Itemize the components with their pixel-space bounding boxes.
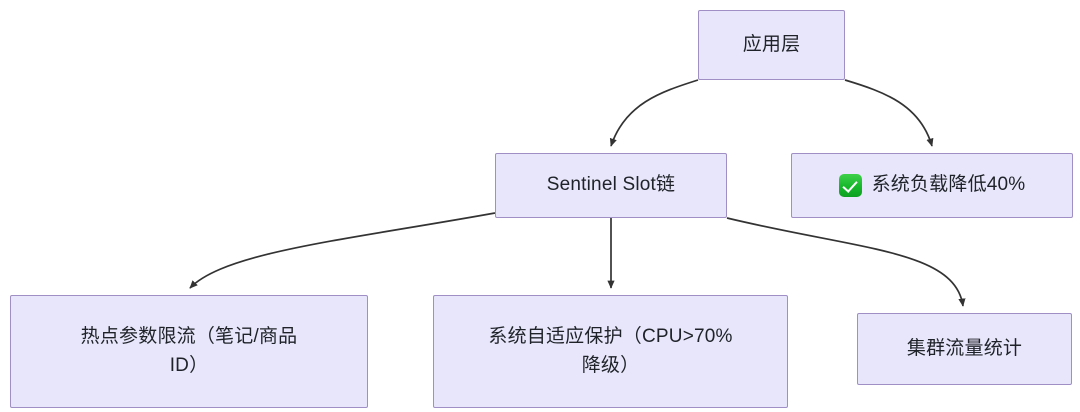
- node-app-layer[interactable]: 应用层: [698, 10, 845, 80]
- node-adaptive-protection[interactable]: 系统自适应保护（CPU>70% 降级）: [433, 295, 788, 408]
- node-hotspot-limit[interactable]: 热点参数限流（笔记/商品 ID）: [10, 295, 368, 408]
- green-check-badge-icon: [838, 174, 862, 197]
- node-cluster-stats-label: 集群流量统计: [906, 337, 1023, 359]
- node-cluster-stats[interactable]: 集群流量统计: [857, 313, 1072, 385]
- node-hotspot-limit-label: 热点参数限流（笔记/商品 ID）: [80, 326, 298, 376]
- node-sentinel-slot-label: Sentinel Slot链: [546, 174, 676, 196]
- node-sentinel-slot[interactable]: Sentinel Slot链: [495, 153, 727, 218]
- edge-sentinel-slot-to-hotspot-limit: [189, 212, 496, 289]
- edge-sentinel-slot-to-cluster-stats: [726, 217, 966, 307]
- node-load-reduction-content: 系统负载降低40%: [827, 171, 1038, 200]
- node-app-layer-label: 应用层: [742, 33, 801, 55]
- node-load-reduction-label: 系统负载降低40%: [871, 174, 1026, 196]
- edge-app-layer-to-load-reduction: [844, 79, 934, 147]
- node-adaptive-protection-label: 系统自适应保护（CPU>70% 降级）: [488, 326, 733, 376]
- node-load-reduction[interactable]: 系统负载降低40%: [791, 153, 1073, 218]
- edge-app-layer-to-sentinel-slot: [609, 79, 699, 147]
